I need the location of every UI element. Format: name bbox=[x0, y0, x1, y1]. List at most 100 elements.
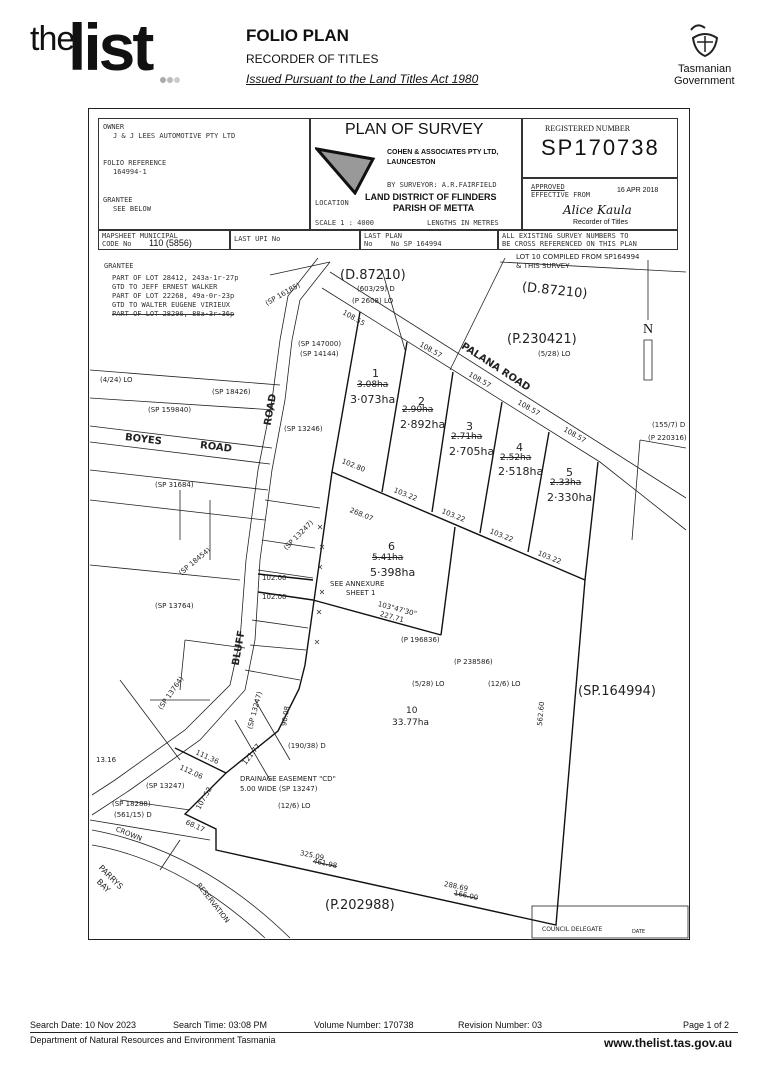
map-label: (4/24) LO bbox=[100, 376, 133, 384]
lot-number: 5 bbox=[566, 466, 573, 479]
dimension-label: 102.00 bbox=[262, 574, 287, 582]
crown-reservation-edge-1 bbox=[91, 829, 291, 939]
map-label: (SP 31684) bbox=[155, 481, 194, 489]
last-plan-value: No SP 164994 bbox=[391, 240, 442, 248]
document-subtitle: RECORDER OF TITLES bbox=[246, 52, 379, 66]
surveyor-firm-logo-icon bbox=[315, 147, 376, 195]
bluff-road-west-edge bbox=[91, 257, 319, 796]
north-arrow-tail bbox=[643, 339, 653, 381]
effective-date: 16 APR 2018 bbox=[617, 187, 659, 194]
location-label: LOCATION bbox=[315, 199, 349, 207]
cross-ref-line2: BE CROSS REFERENCED ON THIS PLAN bbox=[502, 240, 637, 248]
owner-label: OWNER bbox=[103, 123, 125, 131]
map-label: (D.87210) bbox=[340, 268, 406, 283]
map-label: (SP 13764) bbox=[155, 602, 194, 610]
map-label: (603/29) D bbox=[357, 285, 395, 293]
page-number: Page 1 of 2 bbox=[683, 1020, 730, 1030]
map-label: (SP 147000) bbox=[298, 340, 342, 348]
crown-reservation-edge-2 bbox=[91, 844, 266, 939]
act-reference: Issued Pursuant to the Land Titles Act 1… bbox=[246, 72, 479, 86]
effective-label: EFFECTIVE FROM bbox=[531, 191, 591, 199]
map-label: (SP 13247) bbox=[146, 782, 185, 790]
search-time: Search Time: 03:08 PM bbox=[173, 1020, 268, 1030]
last-plan-label: LAST PLAN bbox=[364, 232, 402, 240]
lot-area: 2·330ha bbox=[547, 491, 593, 504]
grantee-label: GRANTEE bbox=[103, 196, 133, 204]
map-label: (155/7) D bbox=[652, 421, 686, 429]
code-value: 110 (5856) bbox=[149, 238, 192, 248]
lot-4-5-boundary bbox=[527, 431, 550, 553]
council-delegate-box bbox=[531, 905, 689, 939]
lot-area-superseded: 2.33ha bbox=[550, 478, 582, 488]
firm-line2: LAUNCESTON bbox=[387, 159, 436, 166]
logo-dots bbox=[160, 70, 184, 83]
government-name-line2: Government bbox=[674, 75, 735, 87]
recorder-title: Recorder of Titles bbox=[573, 219, 628, 226]
lot-number: 2 bbox=[418, 395, 425, 408]
map-label: LOT 10 COMPILED FROM SP164994 bbox=[516, 253, 640, 261]
map-label: (SP 14144) bbox=[300, 350, 339, 358]
thelist-logo-the: the bbox=[30, 20, 75, 58]
website-link[interactable]: www.thelist.tas.gov.au bbox=[604, 1036, 733, 1050]
cross-reference-cell: ALL EXISTING SURVEY NUMBERS TO BE CROSS … bbox=[498, 230, 678, 250]
council-delegate-label: COUNCIL DELEGATE bbox=[542, 926, 603, 933]
lot-area-superseded: 2.90ha bbox=[402, 405, 434, 415]
last-plan-no-label: No bbox=[364, 240, 373, 248]
volume-number: Volume Number: 170738 bbox=[314, 1020, 414, 1030]
date-label: DATE bbox=[632, 929, 646, 935]
survey-plan-frame bbox=[88, 108, 690, 940]
mapsheet-cell: MAPSHEET MUNICIPAL CODE No 110 (5856) bbox=[98, 230, 230, 250]
government-name-line1: Tasmanian bbox=[678, 63, 732, 75]
map-label: (12/6) LO bbox=[488, 680, 521, 688]
map-label: (190/38) D bbox=[288, 742, 326, 750]
last-upi-label: LAST UPI No bbox=[234, 235, 281, 243]
lot-number: 1 bbox=[372, 367, 379, 380]
lot-area: 2·705ha bbox=[449, 445, 495, 458]
firm-line1: COHEN & ASSOCIATES PTY LTD, bbox=[387, 149, 499, 156]
revision-number: Revision Number: 03 bbox=[458, 1020, 543, 1030]
bluff-road-east-edge bbox=[91, 261, 331, 816]
north-arrow-label: N bbox=[643, 322, 654, 337]
scale: SCALE 1 : 4000 bbox=[315, 219, 375, 227]
footer-divider bbox=[30, 1032, 738, 1033]
lot-5-east-boundary bbox=[584, 461, 599, 581]
dimension-label: 13.16 bbox=[96, 756, 117, 764]
grantee-block-label: GRANTEE bbox=[104, 262, 134, 270]
lot-area: 33.77ha bbox=[392, 718, 429, 728]
lot-area-superseded: 2.71ha bbox=[451, 432, 483, 442]
cross-ref-line1: ALL EXISTING SURVEY NUMBERS TO bbox=[502, 232, 629, 240]
code-label: CODE No bbox=[102, 240, 132, 248]
map-label: (P.202988) bbox=[325, 898, 395, 913]
folio-value: 164994-1 bbox=[113, 168, 147, 176]
lot-area: 2·892ha bbox=[400, 418, 446, 431]
registered-label: REGISTERED NUMBER bbox=[545, 124, 631, 133]
map-label: (SP 159840) bbox=[148, 406, 192, 414]
palana-road-north-edge bbox=[329, 271, 687, 499]
map-label: (P 196836) bbox=[401, 636, 440, 644]
tasmanian-government-crest-icon bbox=[690, 24, 719, 58]
search-date: Search Date: 10 Nov 2023 bbox=[30, 1020, 137, 1030]
map-label: (SP 18426) bbox=[212, 388, 251, 396]
last-upi-cell: LAST UPI No bbox=[230, 230, 360, 250]
plan-title: PLAN OF SURVEY bbox=[345, 121, 484, 138]
lot-2-3-boundary bbox=[431, 371, 454, 513]
grantee-value: SEE BELOW bbox=[113, 205, 151, 213]
dimension-label: 102.00 bbox=[262, 593, 287, 601]
boyes-road-south-edge bbox=[89, 441, 271, 465]
lot-number: 10 bbox=[406, 706, 418, 716]
lot-area-superseded: 2.52ha bbox=[500, 453, 532, 463]
plan-title-cell: PLAN OF SURVEY COHEN & ASSOCIATES PTY LT… bbox=[310, 118, 522, 230]
fence-markers bbox=[314, 524, 325, 645]
location-line1: LAND DISTRICT OF FLINDERS bbox=[365, 192, 497, 202]
owner-value: J & J LEES AUTOMOTIVE PTY LTD bbox=[113, 132, 236, 140]
map-label: & THIS SURVEY bbox=[516, 262, 570, 270]
map-label: (P 220316) bbox=[648, 434, 687, 442]
map-label: (561/15) D bbox=[114, 811, 152, 819]
map-label: SHEET 1 bbox=[346, 589, 376, 597]
approved-label: APPROVED bbox=[531, 183, 565, 191]
last-plan-cell: LAST PLAN No No SP 164994 bbox=[360, 230, 498, 250]
grantee-line: PART OF LOT 28412, 243a-1r-27p bbox=[112, 274, 239, 282]
lot-1-2-boundary bbox=[381, 341, 408, 493]
location-line2: PARISH OF METTA bbox=[393, 203, 475, 213]
